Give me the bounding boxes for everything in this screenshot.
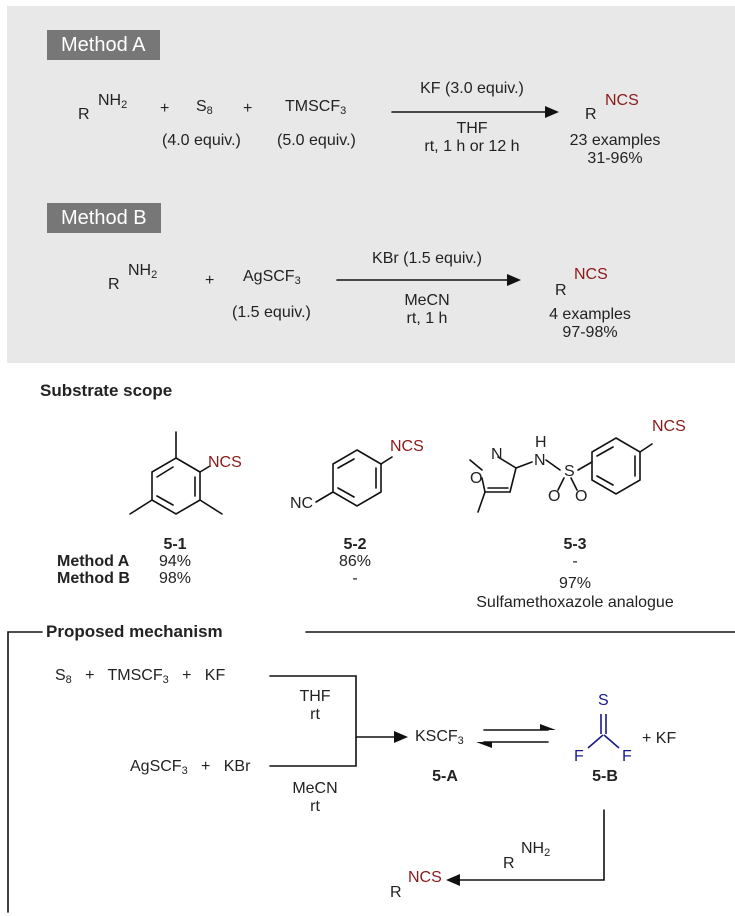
method-b-reagent: KBr (1.5 equiv.) (372, 250, 482, 267)
compound-5-3-nh-h: H (535, 434, 547, 451)
scope-title: Substrate scope (40, 381, 173, 400)
method-b-amine: R (108, 276, 120, 293)
mechanism-thf: THF (299, 688, 331, 705)
method-b-yield: 97-98% (562, 324, 618, 341)
method-a-product-ncs: NCS (605, 92, 639, 109)
compound-5-1-ncs: NCS (208, 454, 242, 471)
mechanism-bottom-reagents: AgSCF3 + KBr (130, 758, 251, 777)
mechanism-mecn: MeCN (292, 780, 338, 797)
compound-5-2-yield-b: - (352, 570, 358, 587)
mechanism-title: Proposed mechanism (46, 622, 223, 641)
method-a-yield: 31-96% (587, 150, 643, 167)
method-b-conditions: rt, 1 h (406, 310, 448, 327)
method-b-product-ncs: NCS (574, 266, 608, 283)
method-a-amine-nh2: NH2 (98, 92, 128, 111)
method-a-product-r: R (585, 106, 597, 123)
mechanism-amine-r: R (503, 855, 515, 872)
method-a-tmscf3: TMSCF3 (285, 98, 347, 117)
method-b-plus: + (205, 272, 215, 289)
compound-5-2-nc: NC (290, 495, 314, 512)
method-b-arrowhead-icon (507, 274, 521, 286)
compound-5-2-yield-a: 86% (338, 553, 372, 570)
method-b-label: Method B (47, 203, 161, 233)
method-a-plus-1: + (160, 100, 170, 117)
method-a-conditions: rt, 1 h or 12 h (424, 138, 520, 155)
compound-5-3-o1: O (548, 488, 561, 505)
mechanism-thf-rt: rt (310, 706, 320, 723)
thiocarbonyl-fluoride-structure (587, 714, 620, 749)
method-a-label: Method A (47, 30, 160, 60)
method-a-amine: R (78, 106, 90, 123)
compound-5-3-yield-a: - (572, 553, 578, 570)
mechanism-mecn-rt: rt (310, 798, 320, 815)
mechanism-frame-left (7, 631, 43, 913)
method-a-solvent: THF (456, 120, 488, 137)
mechanism-bracket (269, 675, 357, 767)
compound-5-3-ncs: NCS (652, 418, 686, 435)
method-a-examples: 23 examples (569, 132, 661, 149)
mechanism-product-ncs: NCS (408, 869, 442, 886)
compound-5-3-o2: O (575, 488, 588, 505)
thiocarbonyl-f1: F (574, 748, 584, 765)
methods-panel (7, 6, 735, 363)
compound-5-1-yield-a: 94% (158, 553, 192, 570)
product-arrowhead-icon (446, 874, 460, 886)
thiocarbonyl-f2: F (622, 748, 632, 765)
compound-5-3-o-ring: O (470, 470, 483, 487)
scope-row-method-a: Method A (57, 553, 130, 570)
method-b-agscf3-equiv: (1.5 equiv.) (232, 304, 311, 321)
compound-5-3-id: 5-3 (563, 536, 587, 553)
method-b-product-r: R (555, 282, 567, 299)
method-a-s8-equiv: (4.0 equiv.) (162, 132, 241, 149)
compound-5-3-n-ring: N (491, 446, 503, 463)
compound-5-3-nh-n: N (534, 452, 546, 469)
amine-addition-path (454, 809, 605, 881)
scope-row-method-b: Method B (57, 570, 130, 587)
mechanism-plus-kf: + KF (642, 730, 677, 747)
mechanism-top-reagents: S8 + TMSCF3 + KF (55, 667, 226, 686)
mechanism-label-5b: 5-B (592, 768, 618, 785)
method-a-s8: S8 (196, 98, 213, 117)
compound-5-2-structure (315, 449, 393, 507)
method-b-agscf3: AgSCF3 (243, 268, 301, 287)
method-b-solvent: MeCN (404, 292, 450, 309)
compound-5-2-ncs: NCS (390, 438, 424, 455)
method-a-plus-2: + (243, 100, 253, 117)
convergent-arrowhead-icon (394, 731, 408, 743)
method-b-examples: 4 examples (549, 306, 631, 323)
compound-5-1-id: 5-1 (163, 536, 187, 553)
compound-5-1-yield-b: 98% (158, 570, 192, 587)
compound-5-1-structure (129, 431, 223, 515)
compound-5-3-yield-b: 97% (558, 575, 592, 592)
method-a-reagent: KF (3.0 equiv.) (420, 80, 524, 97)
equilibrium-back-head-icon (476, 742, 492, 748)
compound-5-3-note: Sulfamethoxazole analogue (476, 594, 674, 611)
method-a-tmscf3-equiv: (5.0 equiv.) (277, 132, 356, 149)
mechanism-amine-nh2: NH2 (521, 840, 551, 859)
thiocarbonyl-s: S (598, 692, 609, 709)
compound-5-3-structure (469, 437, 653, 513)
method-b-amine-nh2: NH2 (128, 262, 158, 281)
compound-5-3-s: S (564, 463, 575, 480)
mechanism-kscf3: KSCF3 (415, 728, 464, 747)
mechanism-product-r: R (390, 884, 402, 901)
mechanism-label-5a: 5-A (432, 768, 458, 785)
equilibrium-forward-head-icon (540, 724, 556, 730)
compound-5-2-id: 5-2 (343, 536, 367, 553)
method-a-arrowhead-icon (545, 106, 559, 118)
